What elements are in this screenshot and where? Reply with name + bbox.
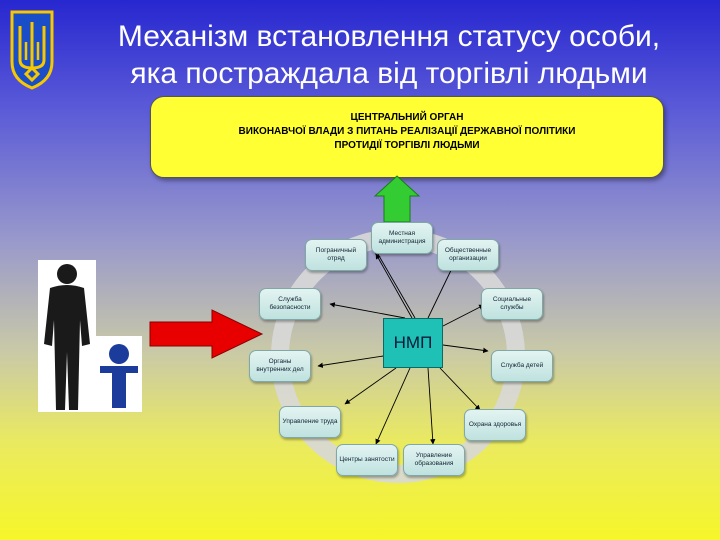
node-border: Пограничный отряд — [305, 239, 367, 271]
green-arrow-icon — [373, 175, 421, 223]
node-public-orgs: Общественные организации — [437, 239, 499, 271]
title-line-1: Механізм встановлення статусу особи, — [117, 20, 661, 53]
link-to-internal-affairs — [317, 354, 391, 368]
central-body-line-2: ВИКОНАВЧОЇ ВЛАДИ З ПИТАНЬ РЕАЛІЗАЦІЇ ДЕР… — [238, 126, 576, 137]
link-to-employment — [375, 367, 411, 445]
node-local-admin: Местная администрация — [371, 222, 433, 254]
node-labor: Управление труда — [279, 406, 341, 438]
node-social-services: Социальные службы — [481, 288, 543, 320]
child-figure-icon — [96, 336, 142, 412]
node-education: Управление образования — [403, 444, 465, 476]
link-to-children-service — [442, 344, 489, 354]
red-arrow-icon — [149, 309, 264, 359]
link-to-education — [427, 367, 436, 445]
node-security: Служба безопасности — [259, 288, 321, 320]
page-title: Механізм встановлення статусу особи, яка… — [64, 18, 714, 92]
adult-silhouette-icon — [38, 260, 96, 412]
link-to-local-admin — [374, 248, 416, 319]
link-to-security — [329, 302, 406, 319]
node-internal-affairs: Органы внутренних дел — [249, 350, 311, 382]
central-executive-body-box: ЦЕНТРАЛЬНИЙ ОРГАН ВИКОНАВЧОЇ ВЛАДИ З ПИТ… — [150, 96, 664, 178]
central-body-line-1: ЦЕНТРАЛЬНИЙ ОРГАН — [350, 112, 464, 123]
nmp-box: НМП — [383, 318, 443, 368]
trident-coat-of-arms-icon — [10, 10, 54, 90]
central-body-line-3: ПРОТИДІЇ ТОРГІВЛІ ЛЮДЬМИ — [334, 140, 480, 151]
node-employment: Центры занятости — [336, 444, 398, 476]
node-health: Охрана здоровья — [464, 409, 526, 441]
link-to-health — [439, 367, 481, 411]
link-to-social-services — [442, 304, 485, 327]
node-children-service: Служба детей — [491, 350, 553, 382]
link-to-border — [375, 253, 413, 319]
link-to-labor — [344, 367, 397, 405]
link-to-public-orgs — [427, 261, 456, 319]
title-line-2: яка постраждала від торгівлі людьми — [130, 57, 648, 90]
